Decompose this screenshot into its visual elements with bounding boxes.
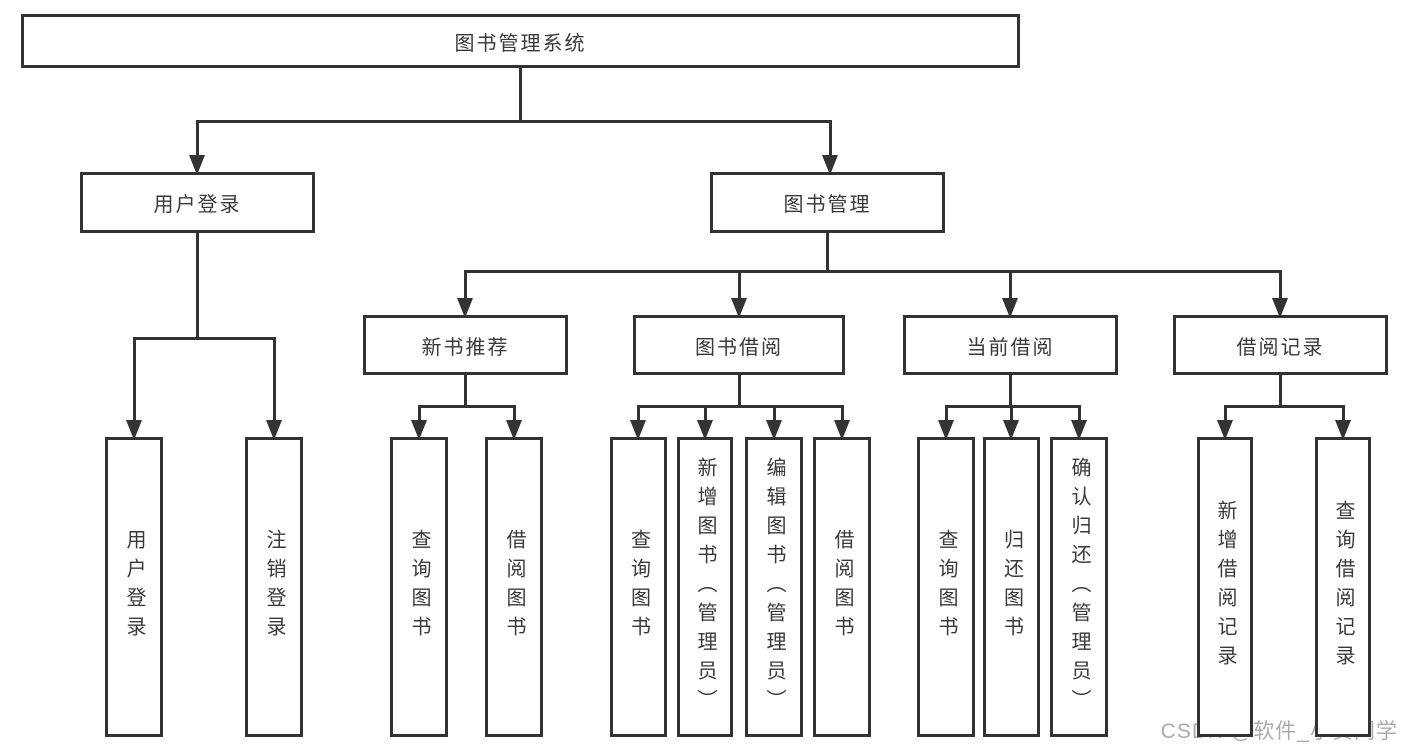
- arrow-down-icon: [506, 420, 522, 440]
- node-label: 用户登录: [123, 529, 145, 645]
- node-label: 新书推荐: [421, 336, 510, 359]
- node-label: 确认归还（管理员）: [1068, 456, 1090, 718]
- node-leaf-query-books-1: 查询图书: [390, 437, 448, 737]
- connector-drop-line: [1224, 405, 1227, 425]
- node-label: 查询图书: [935, 529, 957, 645]
- connector-drop-line: [1010, 405, 1013, 425]
- connector-drop-line: [1342, 405, 1345, 425]
- node-current-borrowing: 当前借阅: [903, 315, 1118, 375]
- node-leaf-query-books-3: 查询图书: [917, 437, 975, 737]
- connector-drop-line: [1009, 270, 1012, 303]
- node-leaf-add-books-admin: 新增图书（管理员）: [677, 437, 733, 737]
- arrow-down-icon: [822, 155, 838, 175]
- node-leaf-add-borrow-rec: 新增借阅记录: [1197, 437, 1253, 737]
- connector-stub-line: [826, 233, 829, 273]
- node-label: 借阅记录: [1236, 336, 1325, 359]
- node-label: 归还图书: [1000, 529, 1023, 645]
- arrow-down-icon: [126, 420, 142, 440]
- node-label: 借阅图书: [831, 529, 853, 645]
- connector-rail-line: [418, 405, 516, 408]
- node-label: 新增图书（管理员）: [694, 456, 716, 718]
- connector-drop-line: [464, 270, 467, 303]
- connector-drop-line: [1279, 270, 1282, 303]
- node-label: 图书管理: [783, 194, 872, 216]
- arrow-down-icon: [766, 420, 782, 440]
- connector-stub-line: [738, 375, 741, 408]
- node-leaf-query-books-2: 查询图书: [610, 437, 667, 737]
- node-leaf-logout: 注销登录: [245, 437, 303, 737]
- node-label: 编辑图书（管理员）: [763, 456, 785, 718]
- connector-drop-line: [704, 405, 707, 425]
- arrow-down-icon: [1335, 420, 1351, 440]
- connector-drop-line: [637, 405, 640, 425]
- node-leaf-return-books: 归还图书: [983, 437, 1040, 737]
- node-label: 图书借阅: [695, 336, 783, 359]
- connector-drop-line: [945, 405, 948, 425]
- connector-rail-line: [196, 120, 832, 123]
- arrow-down-icon: [1272, 298, 1288, 318]
- arrow-down-icon: [1003, 420, 1019, 440]
- arrow-down-icon: [1071, 420, 1087, 440]
- connector-drop-line: [841, 405, 844, 425]
- arrow-down-icon: [1217, 420, 1233, 440]
- connector-drop-line: [273, 337, 276, 425]
- node-label: 查询图书: [408, 529, 430, 645]
- connector-drop-line: [829, 120, 832, 160]
- node-label: 图书管理系统: [454, 32, 587, 55]
- arrow-down-icon: [189, 155, 205, 175]
- connector-stub-line: [1009, 375, 1012, 408]
- node-leaf-user-login: 用户登录: [105, 437, 163, 737]
- node-label: 借阅图书: [503, 529, 525, 645]
- connector-drop-line: [196, 120, 199, 160]
- node-new-book-recommend: 新书推荐: [363, 315, 568, 375]
- node-label: 查询借阅记录: [1332, 500, 1354, 674]
- connector-drop-line: [773, 405, 776, 425]
- arrow-down-icon: [731, 298, 747, 318]
- connector-stub-line: [464, 375, 467, 408]
- arrow-down-icon: [266, 420, 282, 440]
- node-label: 新增借阅记录: [1214, 500, 1236, 674]
- connector-rail-line: [133, 337, 276, 340]
- connector-drop-line: [738, 270, 741, 303]
- node-root: 图书管理系统: [21, 14, 1020, 68]
- arrow-down-icon: [697, 420, 713, 440]
- node-book-management: 图书管理: [710, 172, 945, 233]
- connector-stub-line: [519, 68, 522, 123]
- node-borrowing-records: 借阅记录: [1173, 315, 1388, 375]
- arrow-down-icon: [630, 420, 646, 440]
- node-label: 查询图书: [627, 529, 650, 645]
- node-book-borrowing: 图书借阅: [633, 315, 845, 375]
- arrow-down-icon: [938, 420, 954, 440]
- connector-rail-line: [1224, 405, 1345, 408]
- connector-rail-line: [637, 405, 844, 408]
- node-label: 用户登录: [153, 194, 242, 216]
- arrow-down-icon: [457, 298, 473, 318]
- connector-stub-line: [196, 233, 199, 340]
- connector-drop-line: [418, 405, 421, 425]
- node-label: 注销登录: [263, 529, 285, 645]
- connector-drop-line: [513, 405, 516, 425]
- connector-drop-line: [133, 337, 136, 425]
- node-leaf-borrow-books-2: 借阅图书: [813, 437, 871, 737]
- arrow-down-icon: [1002, 298, 1018, 318]
- arrow-down-icon: [411, 420, 427, 440]
- node-leaf-borrow-books-1: 借阅图书: [485, 437, 543, 737]
- node-leaf-edit-books-admin: 编辑图书（管理员）: [745, 437, 803, 737]
- arrow-down-icon: [834, 420, 850, 440]
- connector-drop-line: [1078, 405, 1081, 425]
- node-leaf-confirm-return: 确认归还（管理员）: [1050, 437, 1108, 737]
- node-user-login: 用户登录: [80, 172, 315, 233]
- node-leaf-query-borrow-rec: 查询借阅记录: [1315, 437, 1371, 737]
- connector-rail-line: [945, 405, 1081, 408]
- connector-rail-line: [464, 270, 1282, 273]
- connector-stub-line: [1279, 375, 1282, 408]
- node-label: 当前借阅: [966, 336, 1055, 359]
